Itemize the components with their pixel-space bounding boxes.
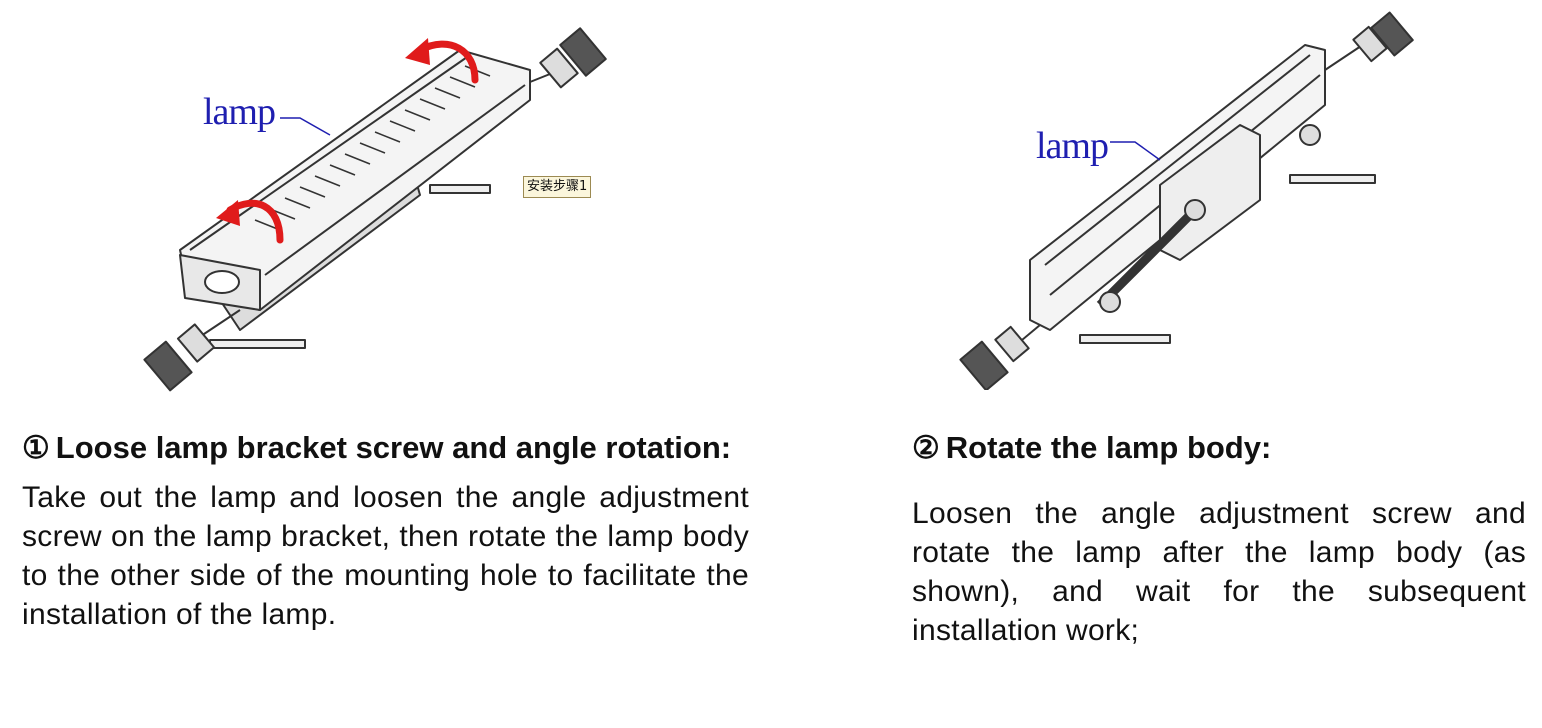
lamp-body-rotated-illustration [959,11,1414,390]
step-2-number: ② [912,430,940,465]
lamp-label: lamp [1036,125,1109,167]
step-2-description: Loosen the angle adjustment screw and ro… [912,497,1526,647]
step-1-title: Loose lamp bracket screw and angle rotat… [55,430,732,465]
step-1-description: Take out the lamp and loosen the angle a… [22,481,749,631]
image-tooltip: 安装步骤1 [523,176,592,198]
step-1-number: ① [22,430,50,465]
lamp-label: lamp [203,91,276,133]
lamp-rotation-illustration [143,27,607,392]
step-2-title: Rotate the lamp body: [945,430,1272,465]
